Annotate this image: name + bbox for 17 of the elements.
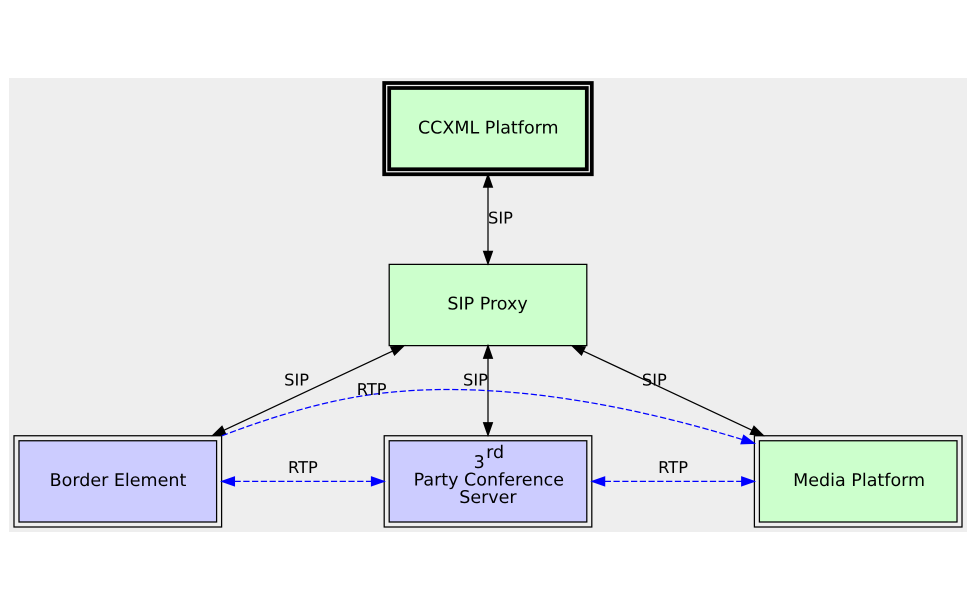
edge-label: RTP: [288, 458, 318, 478]
edge-label: SIP: [488, 208, 513, 228]
arrow: [220, 476, 386, 487]
arrow: [570, 344, 766, 436]
edge-label: SIP: [463, 370, 488, 390]
node-box: Media Platform: [754, 435, 963, 528]
arrow: [482, 344, 494, 438]
edge-label: SIP: [284, 370, 310, 390]
arrow: [222, 388, 756, 444]
arrow: [590, 476, 756, 487]
edge-label: SIP: [642, 370, 667, 390]
node-box: CCXML Platform: [382, 81, 594, 176]
node-box: Border Element: [13, 435, 222, 528]
edge-label: RTP: [658, 458, 688, 478]
arrow: [210, 344, 406, 436]
edge-label: RTP: [356, 380, 387, 399]
node-box: SIP Proxy: [388, 264, 588, 346]
